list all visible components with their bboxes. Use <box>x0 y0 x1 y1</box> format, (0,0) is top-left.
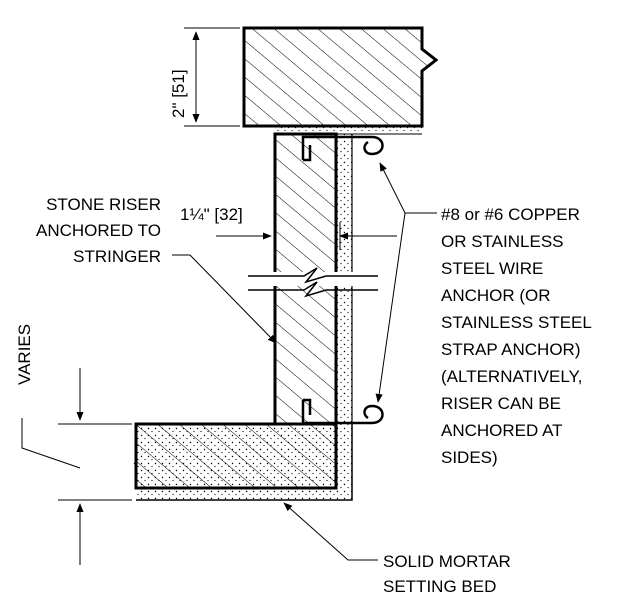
stone-riser-label-line-1: STONE RISER <box>46 195 161 214</box>
stone-riser-label-line-3: STRINGER <box>73 247 161 266</box>
riser-thickness-dimension <box>216 222 397 250</box>
varies-label: VARIES <box>15 324 34 385</box>
wire-anchor-label-line-10: SIDES) <box>441 448 498 467</box>
tread-dimension <box>184 27 240 127</box>
wire-anchor-label-line-4: ANCHOR (OR <box>441 286 551 305</box>
tread-dimension-label: 2" [51] <box>169 69 188 118</box>
wire-anchor-label-line-2: OR STAINLESS <box>441 232 564 251</box>
stone-riser-label-line-2: ANCHORED TO <box>36 221 161 240</box>
riser-thickness-label: 1¼" [32] <box>180 205 243 224</box>
varies-dimension <box>21 368 132 565</box>
mortar-bed-callout: SOLID MORTAR SETTING BED <box>283 502 511 596</box>
wire-anchor-callout: #8 or #6 COPPER OR STAINLESS STEEL WIRE … <box>375 162 592 467</box>
top-wire-anchor <box>301 135 384 162</box>
wire-anchor-label-line-5: STAINLESS STEEL <box>441 313 592 332</box>
break-line <box>248 267 378 298</box>
bottom-wire-anchor <box>301 398 384 425</box>
wire-anchor-label-line-9: ANCHORED AT <box>441 421 563 440</box>
mortar-bed-label-line-1: SOLID MORTAR <box>383 552 511 571</box>
wire-anchor-label-line-7: (ALTERNATIVELY, <box>441 367 582 386</box>
wire-anchor-label-line-3: STEEL WIRE <box>441 259 543 278</box>
wire-anchor-label-line-1: #8 or #6 COPPER <box>441 205 580 224</box>
stone-riser-callout: STONE RISER ANCHORED TO STRINGER <box>36 195 277 344</box>
mortar-bed-label-line-2: SETTING BED <box>383 577 496 596</box>
wire-anchor-label-line-6: STRAP ANCHOR) <box>441 340 581 359</box>
wire-anchor-label-line-8: RISER CAN BE <box>441 394 561 413</box>
lower-stone-stringer <box>131 422 353 501</box>
upper-tread-stone <box>242 26 439 128</box>
